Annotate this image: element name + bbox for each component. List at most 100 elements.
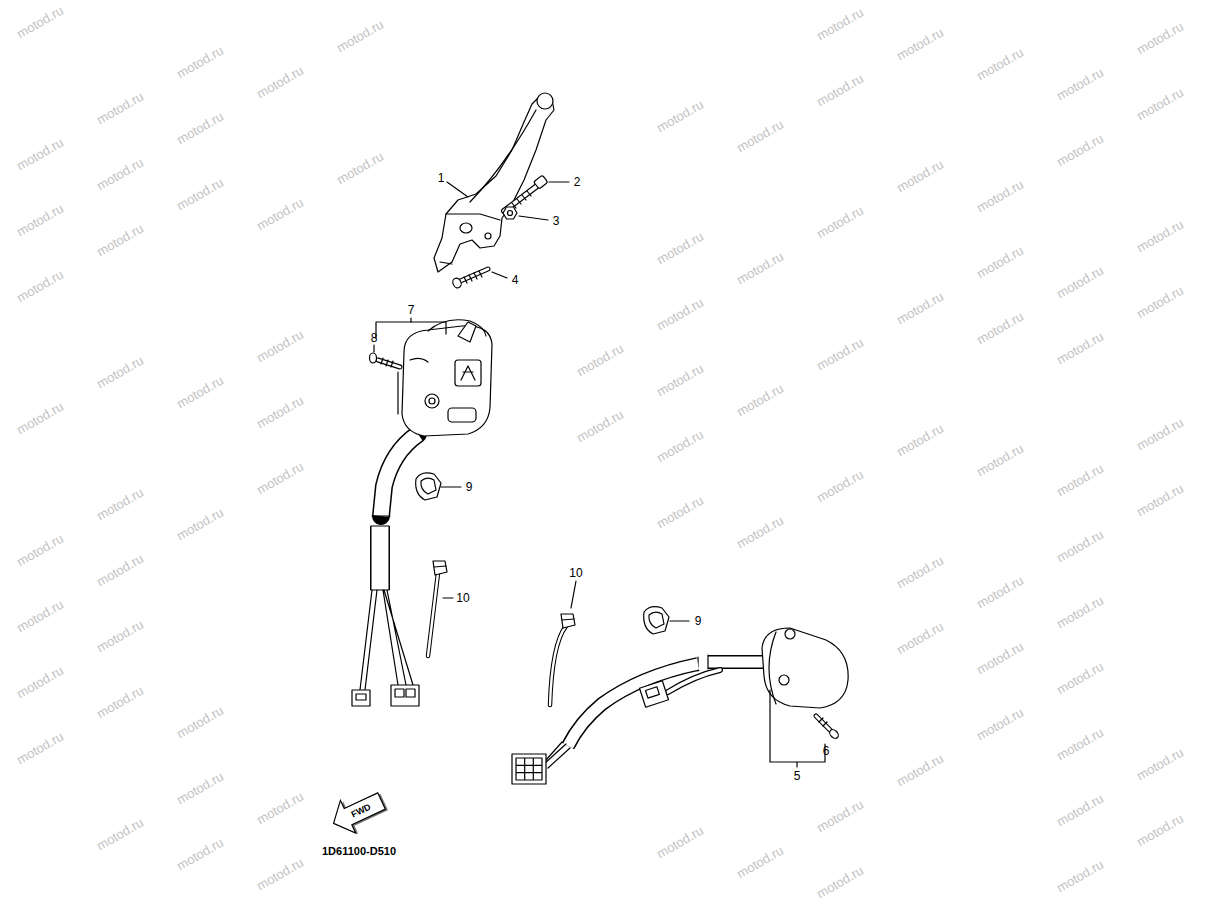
watermark: motod.ru [94, 155, 146, 194]
watermark: motod.ru [1134, 19, 1186, 58]
wire-harness [360, 590, 413, 690]
handlebar-switch [762, 628, 848, 708]
watermark: motod.ru [574, 341, 626, 380]
switch-screw [816, 716, 831, 731]
watermark: motod.ru [1054, 461, 1106, 500]
watermark: motod.ru [1054, 131, 1106, 170]
watermark: motod.ru [94, 683, 146, 722]
wire-harness [391, 685, 419, 706]
cable-clamp [421, 478, 436, 494]
leader-line [549, 181, 569, 182]
watermark: motod.ru [814, 797, 866, 836]
watermark: motod.ru [94, 353, 146, 392]
watermark: motod.ru [974, 45, 1026, 84]
watermark: motod.ru [654, 361, 706, 400]
lever-nut [503, 207, 517, 219]
watermark: motod.ru [974, 639, 1026, 678]
bracket-line [374, 318, 446, 414]
callout-number: 10 [568, 566, 583, 580]
watermark: motod.ru [254, 459, 306, 498]
watermark: motod.ru [1134, 745, 1186, 784]
cable-tie [428, 573, 438, 656]
wire-harness [406, 689, 415, 697]
watermark: motod.ru [814, 467, 866, 506]
handlebar-switch [698, 655, 708, 671]
watermark: motod.ru [1134, 415, 1186, 454]
leader-line [519, 216, 548, 220]
watermark: motod.ru [174, 769, 226, 808]
watermark: motod.ru [14, 3, 66, 42]
handlebar-switch [370, 526, 390, 590]
handlebar-switch [455, 360, 481, 386]
callout-number: 9 [694, 614, 703, 628]
brake-lever [537, 93, 553, 109]
watermark: motod.ru [1054, 857, 1106, 896]
watermark: motod.ru [814, 863, 866, 902]
handlebar-switch [512, 754, 546, 784]
watermark: motod.ru [94, 551, 146, 590]
watermark: motod.ru [734, 513, 786, 552]
watermark: motod.ru [734, 117, 786, 156]
handlebar-switch [779, 675, 789, 685]
watermark: motod.ru [894, 289, 946, 328]
handlebar-switch [668, 670, 720, 692]
cable-tie [443, 597, 453, 598]
switch-screw [816, 716, 840, 740]
cable-tie [550, 626, 566, 705]
watermark: motod.ru [1134, 481, 1186, 520]
switch-screw [819, 718, 827, 726]
cable-clamp [670, 620, 689, 621]
bracket-line [796, 762, 797, 767]
watermark: motod.ru [334, 17, 386, 56]
lever-screw [451, 269, 488, 289]
watermark: motod.ru [174, 43, 226, 82]
watermark: motod.ru [14, 201, 66, 240]
callout-number: 2 [573, 175, 582, 189]
callout-number: 3 [552, 214, 561, 228]
handlebar-switch [458, 322, 476, 342]
watermark: motod.ru [734, 249, 786, 288]
bracket-line [770, 690, 825, 767]
handlebar-switch [645, 687, 659, 698]
lever-screw [464, 271, 482, 283]
watermark: motod.ru [654, 823, 706, 862]
lever-screw [458, 269, 488, 282]
handlebar-switch [381, 434, 418, 516]
watermark: motod.ru [1054, 527, 1106, 566]
watermark: motod.ru [1134, 85, 1186, 124]
watermark: motod.ru [1054, 659, 1106, 698]
wire-harness [352, 690, 370, 706]
brake-lever [434, 96, 554, 272]
watermark: motod.ru [254, 789, 306, 828]
switch-screw [816, 716, 831, 731]
handlebar-switch [371, 526, 389, 590]
watermark: motod.ru [174, 109, 226, 148]
watermark: motod.ru [734, 843, 786, 882]
cable-tie [550, 626, 566, 705]
watermark: motod.ru [254, 63, 306, 102]
cable-tie [550, 581, 576, 705]
brake-lever [470, 110, 536, 202]
watermark: motod.ru [174, 175, 226, 214]
handlebar-switch [668, 670, 720, 692]
watermark: motod.ru [14, 531, 66, 570]
watermark: motod.ru [174, 835, 226, 874]
switch-screw [370, 353, 401, 367]
handlebar-switch [429, 398, 435, 404]
watermark: motod.ru [14, 663, 66, 702]
handlebar-switch [372, 526, 389, 590]
lever-bolt [504, 175, 548, 211]
cable-clamp [416, 473, 441, 500]
brake-lever [446, 214, 500, 220]
brake-lever [460, 223, 472, 233]
leader-line [447, 182, 468, 197]
cable-tie [561, 614, 575, 628]
brake-lever [434, 93, 554, 272]
callout-number: 7 [407, 303, 416, 317]
watermark: motod.ru [254, 327, 306, 366]
handlebar-switch [568, 664, 698, 746]
bracket-line [770, 690, 825, 762]
watermark: motod.ru [1134, 283, 1186, 322]
handlebar-switch [785, 629, 795, 639]
watermark: motod.ru [1054, 791, 1106, 830]
